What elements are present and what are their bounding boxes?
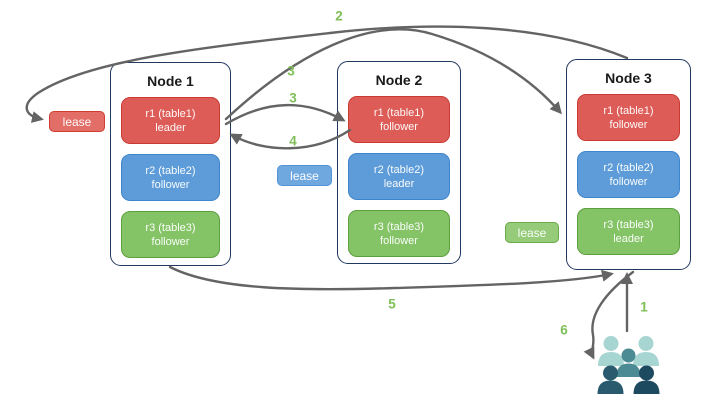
step-label-1: 1	[640, 299, 648, 315]
step-label-6: 6	[560, 322, 568, 338]
replica-range-label: r2 (table2)	[603, 161, 654, 174]
arrow-5-node1-to-node3	[168, 265, 614, 291]
replica-role-label: leader	[155, 121, 186, 134]
replica-r1-node1: r1 (table1) leader	[121, 97, 220, 144]
node-2-box: Node 2 r1 (table1) follower r2 (table2) …	[337, 61, 461, 264]
replica-role-label: leader	[383, 177, 415, 190]
replica-r3-node1: r3 (table3) follower	[121, 211, 220, 258]
replica-r2-node2: r2 (table2) leader	[348, 153, 450, 200]
replica-range-label: r3 (table3)	[603, 218, 654, 231]
lease-badge-r2: lease	[277, 165, 332, 186]
replica-role-label: follower	[609, 175, 648, 188]
node-3-box: Node 3 r1 (table1) follower r2 (table2) …	[566, 59, 691, 270]
replica-range-label: r1 (table1)	[145, 107, 196, 120]
replica-range-label: r2 (table2)	[373, 163, 425, 176]
replica-range-label: r3 (table3)	[373, 220, 425, 233]
replica-range-label: r3 (table3)	[145, 221, 196, 234]
lease-badge-r1: lease	[49, 111, 105, 132]
replica-role-label: follower	[380, 234, 418, 247]
replica-role-label: follower	[151, 235, 190, 248]
step-label-4: 4	[289, 133, 297, 149]
replica-range-label: r1 (table1)	[603, 104, 654, 117]
replica-r2-node1: r2 (table2) follower	[121, 154, 220, 201]
users-group-icon	[597, 336, 660, 394]
node-1-box: Node 1 r1 (table1) leader r2 (table2) fo…	[110, 62, 231, 266]
arrow-3-leader-to-node2-follower	[224, 103, 346, 126]
node-2-title: Node 2	[375, 72, 423, 88]
replica-role-label: leader	[613, 232, 644, 245]
replica-role-label: follower	[380, 120, 418, 133]
step-label-2: 2	[335, 8, 343, 24]
replica-r1-node3: r1 (table1) follower	[577, 94, 680, 141]
step-label-3a: 3	[287, 63, 295, 79]
replica-role-label: follower	[151, 178, 190, 191]
lease-badge-r3: lease	[505, 222, 559, 243]
replica-range-label: r2 (table2)	[145, 164, 196, 177]
step-label-5: 5	[388, 296, 396, 312]
step-label-3b: 3	[289, 90, 297, 106]
node-1-title: Node 1	[147, 73, 194, 89]
replica-r3-node2: r3 (table3) follower	[348, 210, 450, 257]
replica-r2-node3: r2 (table2) follower	[577, 151, 680, 198]
replica-range-label: r1 (table1)	[373, 106, 425, 119]
node-3-title: Node 3	[605, 70, 652, 86]
replica-r1-node2: r1 (table1) follower	[348, 96, 450, 143]
replica-r3-node3: r3 (table3) leader	[577, 208, 680, 255]
replica-role-label: follower	[609, 118, 648, 131]
